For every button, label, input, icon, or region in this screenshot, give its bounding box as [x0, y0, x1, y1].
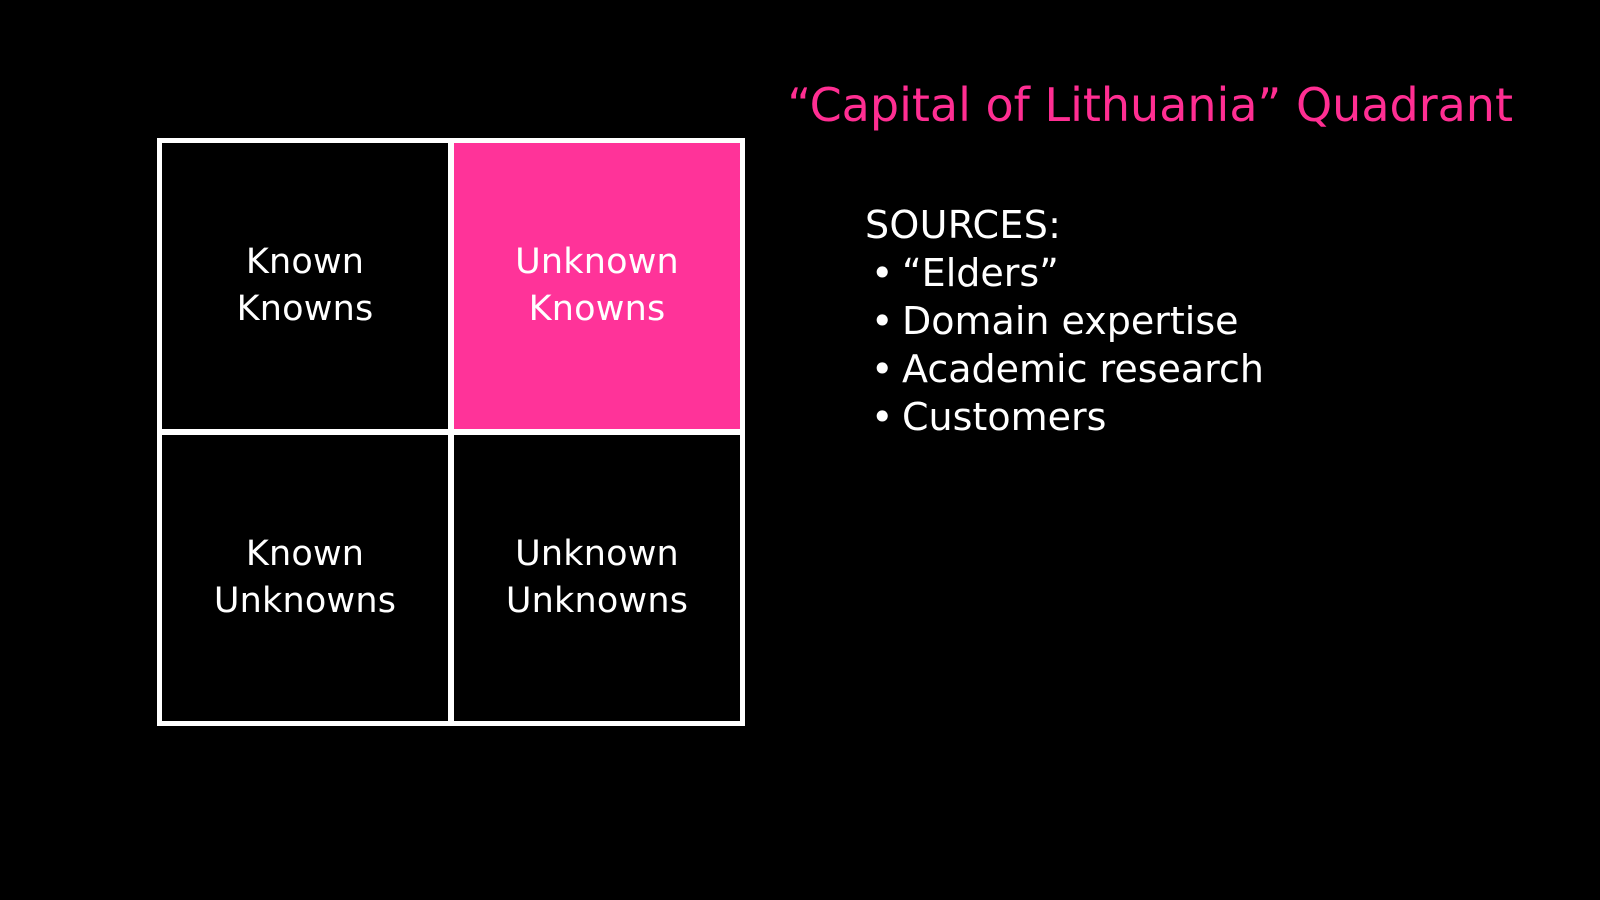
sources-heading: SOURCES: — [865, 203, 1062, 247]
list-item-label: Academic research — [902, 346, 1264, 391]
list-item: • Domain expertise — [865, 298, 1264, 346]
bullet-icon: • — [871, 346, 894, 391]
bullet-icon: • — [871, 250, 894, 295]
list-item-label: Customers — [902, 394, 1107, 439]
quadrant-cell-known-knowns: Known Knowns — [162, 143, 448, 429]
quadrant-cell-known-unknowns: Known Unknowns — [162, 435, 448, 721]
list-item: • “Elders” — [865, 250, 1264, 298]
list-item-label: “Elders” — [902, 250, 1059, 295]
page-title: “Capital of Lithuania” Quadrant — [787, 78, 1513, 132]
bullet-icon: • — [871, 394, 894, 439]
right-panel: “Capital of Lithuania” Quadrant SOURCES:… — [760, 60, 1560, 480]
list-item: • Academic research — [865, 346, 1264, 394]
quadrant-label-known-knowns: Known Knowns — [236, 242, 374, 329]
list-item: • Customers — [865, 394, 1264, 442]
bullet-icon: • — [871, 298, 894, 343]
knowledge-quadrant-matrix: Known Knowns Unknown Knowns Known Unknow… — [157, 138, 745, 726]
sources-list: • “Elders” • Domain expertise • Academic… — [865, 250, 1264, 442]
quadrant-cell-unknown-knowns: Unknown Knowns — [454, 143, 740, 429]
sources-block: SOURCES: • “Elders” • Domain expertise •… — [865, 202, 1264, 441]
quadrant-label-unknown-unknowns: Unknown Unknowns — [505, 534, 689, 621]
quadrant-label-unknown-knowns: Unknown Knowns — [515, 242, 679, 329]
quadrant-label-known-unknowns: Known Unknowns — [213, 534, 397, 621]
list-item-label: Domain expertise — [902, 298, 1239, 343]
quadrant-cell-unknown-unknowns: Unknown Unknowns — [454, 435, 740, 721]
